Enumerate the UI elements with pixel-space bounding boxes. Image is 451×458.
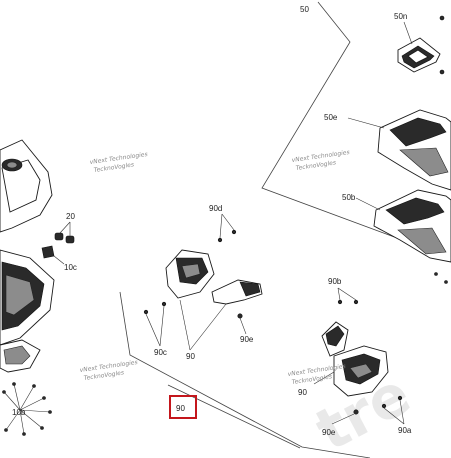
label-90-right: 90: [298, 388, 307, 397]
label-20: 20: [66, 212, 75, 221]
hand-guard-50b: [355, 189, 451, 284]
label-90c: 90c: [154, 348, 167, 357]
bracket-50n: [397, 15, 445, 75]
highlight-box: [169, 395, 197, 419]
label-90-highlight: 90: [176, 404, 185, 413]
label-90b: 90b: [328, 277, 342, 286]
callout-labels: 50 50n 50e 50b 20 10c 90d 90b 90c 90 90e…: [12, 5, 412, 437]
watermarks: vNext Technologies TecknoVogles vNext Te…: [79, 149, 350, 386]
highlighted-callout-90[interactable]: 90: [169, 395, 197, 419]
throttle-housing-90-right: [313, 287, 405, 425]
label-50b: 50b: [342, 193, 356, 202]
hand-guard-50e: [347, 109, 451, 191]
label-10b: 10b: [12, 408, 26, 417]
label-90-mid: 90: [186, 352, 195, 361]
label-50e: 50e: [324, 113, 338, 122]
label-90e-mid: 90e: [240, 335, 254, 344]
fasteners-20-10c: [41, 221, 75, 265]
label-50: 50: [300, 5, 309, 14]
label-90d: 90d: [209, 204, 222, 213]
fasteners-10b: [2, 382, 52, 436]
hood-assembly-left: [0, 139, 55, 373]
throttle-housing-90: [143, 213, 263, 351]
label-10c: 10c: [64, 263, 77, 272]
label-90e-right: 90e: [322, 428, 336, 437]
label-90a: 90a: [398, 426, 412, 435]
label-50n: 50n: [394, 12, 407, 21]
